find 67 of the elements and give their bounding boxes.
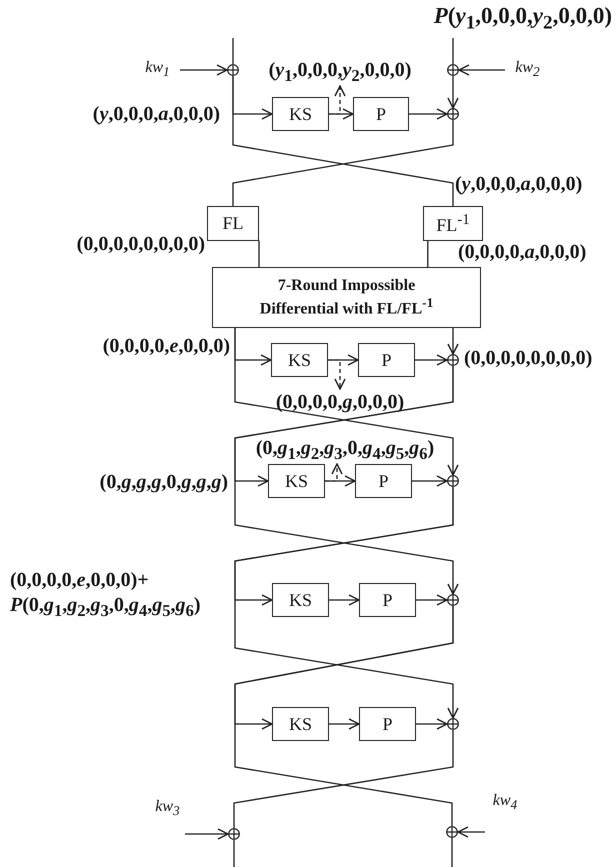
difference-label: (0,0,0,0,e,0,0,0)+ P(0,g$_{1}$,g$_{2}$,g$_{3}$,0,g$_{4}$,g$_{5}$,g$_{6}$) <box>10 568 202 622</box>
connector-line <box>233 840 235 867</box>
connector-line <box>233 730 454 828</box>
arrow <box>412 475 448 487</box>
connector-line <box>232 120 454 206</box>
arrow <box>416 594 448 606</box>
difference-label: (0,0,0,0,e,0,0,0) <box>102 334 230 359</box>
arrow <box>458 64 505 76</box>
difference-label: (0,0,0,0,a,0,0,0) <box>458 240 586 265</box>
arrow <box>180 64 228 76</box>
connector-line <box>232 38 234 64</box>
arrow <box>416 718 448 730</box>
function-box: P <box>355 464 412 498</box>
xor-symbol <box>447 108 459 120</box>
difference-label: (0,0,0,0,0,0,0,0) <box>76 232 205 257</box>
arrow <box>185 828 229 840</box>
function-box: P <box>359 583 416 617</box>
xor-symbol <box>227 64 239 76</box>
difference-label: (y,0,0,0,a,0,0,0) <box>92 102 220 127</box>
function-box: KS <box>272 707 329 741</box>
difference-label: P(y$_{1}$,0,0,0,y$_{2}$,0,0,0) <box>434 2 612 36</box>
arrow <box>447 328 459 355</box>
dashed-arrow <box>329 85 346 115</box>
xor-symbol <box>447 718 459 730</box>
arrow <box>329 718 360 730</box>
arrow <box>415 354 448 366</box>
xor-symbol <box>447 594 459 606</box>
connector-line <box>258 240 260 267</box>
block-box: 7-Round Impossible Differential with FL/FL$^{-1}$ <box>212 267 481 328</box>
function-box: FL$^{-1}$ <box>423 206 483 241</box>
difference-label: (0,g$_{1}$,g$_{2}$,g$_{3}$,0,g$_{4}$,g$_{5}$,g$_{6}$) <box>238 437 452 464</box>
difference-label: (0,0,0,0,g,0,0,0) <box>255 389 425 415</box>
arrow <box>409 108 448 120</box>
function-box: KS <box>272 583 329 617</box>
key-label: kw$_{4}$ <box>485 792 525 838</box>
xor-symbol <box>446 826 458 838</box>
xor-symbol <box>228 828 240 840</box>
arrow <box>325 475 356 487</box>
connector-line <box>427 241 428 267</box>
connector-line <box>452 38 454 64</box>
arrow <box>234 366 459 595</box>
connector-line <box>232 76 454 206</box>
key-label: kw$_{3}$ <box>150 798 185 840</box>
key-label: kw$_{2}$ <box>505 59 550 83</box>
function-box: KS <box>271 343 328 377</box>
xor-symbol <box>447 64 459 76</box>
connector-line <box>451 838 453 867</box>
difference-label: (y$_{1}$,0,0,0,y$_{2}$,0,0,0) <box>245 58 435 86</box>
arrow <box>234 487 459 719</box>
function-box: P <box>358 343 415 377</box>
difference-label: (y,0,0,0,a,0,0,0) <box>455 172 582 197</box>
function-box: KS <box>272 97 329 131</box>
key-label: kw$_{1}$ <box>135 59 180 83</box>
arrow <box>234 328 459 476</box>
function-box: P <box>359 707 416 741</box>
arrow <box>329 594 360 606</box>
difference-label: (0,g,g,g,0,g,g,g) <box>100 470 228 495</box>
function-box: KS <box>268 464 325 498</box>
xor-symbol <box>447 354 459 366</box>
arrow <box>447 76 459 109</box>
arrow <box>457 826 485 838</box>
dashed-arrow <box>328 359 346 390</box>
difference-label: (0,0,0,0,0,0,0,0) <box>464 346 592 371</box>
connector-line <box>234 606 454 826</box>
function-box: P <box>353 97 409 131</box>
xor-symbol <box>447 475 459 487</box>
function-box: FL <box>207 206 259 241</box>
